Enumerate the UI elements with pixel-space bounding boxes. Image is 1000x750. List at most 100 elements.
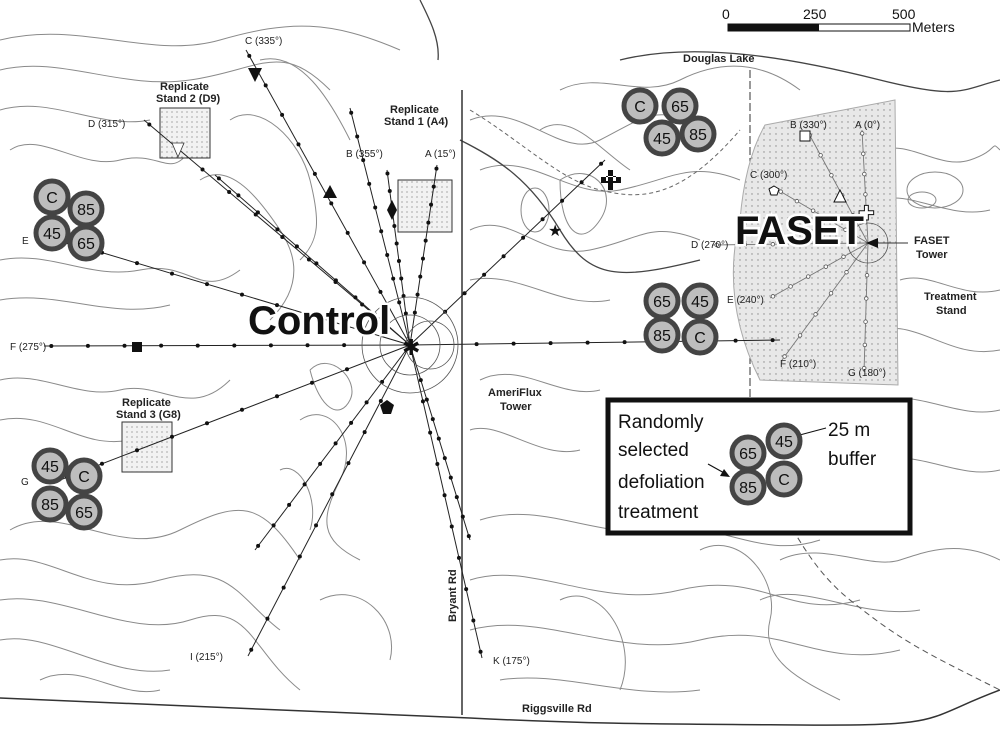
legend-text-line1: Randomly bbox=[618, 412, 704, 433]
faset-transect-g-point bbox=[864, 273, 870, 278]
control-transect-k-point bbox=[420, 399, 425, 404]
control-transect-nw2-point bbox=[333, 278, 338, 283]
control-transect-sw2-point bbox=[302, 482, 307, 487]
diamond-icon bbox=[387, 200, 397, 220]
plot-circle-65: 65 bbox=[729, 434, 767, 472]
faset-transect-d-point bbox=[714, 242, 719, 248]
triangle-open-marker-icon bbox=[833, 188, 847, 203]
control-transect-b-point bbox=[396, 259, 401, 263]
faset-transect-f-point bbox=[813, 312, 818, 317]
plot-circle-shape bbox=[765, 460, 803, 498]
control-transect-f-point bbox=[195, 343, 200, 348]
faset-transect-f-point bbox=[782, 354, 787, 359]
treatment-stand-label-line2: Stand bbox=[936, 305, 967, 317]
faset-transect-c-point bbox=[778, 189, 783, 194]
control-transect-c-point bbox=[280, 112, 285, 117]
legend-arrow-head-icon bbox=[720, 469, 730, 477]
plot-circle-label: 85 bbox=[41, 497, 59, 514]
control-transect-east-point bbox=[585, 340, 590, 345]
faset-transect-f-label: F (210°) bbox=[780, 359, 816, 370]
plot-circle-label: 45 bbox=[691, 294, 709, 311]
control-center-asterisk-icon: ✱ bbox=[402, 335, 420, 360]
faset-transect-b-point bbox=[850, 213, 856, 218]
scale-tick-0: 0 bbox=[722, 6, 730, 22]
plot-circle-C: C bbox=[681, 318, 719, 356]
control-transect-b-point bbox=[394, 241, 399, 246]
control-transect-a-point bbox=[412, 310, 417, 315]
replicate-stand-3-line2: Stand 3 (G8) bbox=[116, 409, 181, 421]
faset-transect-c-point bbox=[794, 198, 800, 204]
plot-circle-shape bbox=[681, 282, 719, 320]
plot-circle-45: 45 bbox=[765, 422, 803, 460]
faset-transect-d-point bbox=[742, 242, 747, 247]
faset-transect-g-point bbox=[864, 296, 869, 301]
plot-circle-85: 85 bbox=[67, 190, 105, 228]
faset-transect-a-line bbox=[861, 129, 869, 244]
control-transect-east-point bbox=[474, 342, 479, 347]
plot-circle-label: 65 bbox=[739, 446, 757, 463]
legend-text-line3: defoliation bbox=[618, 472, 705, 493]
square-open-marker-icon bbox=[799, 130, 811, 142]
control-transect-c-point bbox=[378, 289, 383, 294]
faset-transect-e-point bbox=[806, 274, 811, 279]
plot-circle-shape bbox=[765, 422, 803, 460]
plot-circle-C: C bbox=[33, 178, 71, 216]
plot-circle-label: 65 bbox=[77, 236, 95, 253]
faset-transect-a-label: A (0°) bbox=[855, 120, 880, 131]
plot-circle-label: 65 bbox=[75, 505, 93, 522]
control-transect-c-point bbox=[296, 142, 301, 147]
control-transect-f-point bbox=[232, 343, 237, 348]
control-transect-k-point bbox=[442, 493, 447, 498]
control-transect-c-point bbox=[312, 171, 317, 176]
control-transect-ne-line bbox=[409, 159, 606, 346]
plot-circle-shape bbox=[643, 119, 681, 157]
faset-transect-c-point bbox=[827, 218, 832, 223]
control-transect-nw2-point bbox=[216, 176, 221, 181]
control-transect-a-point bbox=[415, 292, 420, 297]
plot-circle-label: 85 bbox=[689, 127, 707, 144]
control-transect-k-point bbox=[478, 649, 483, 654]
faset-transect-b-point bbox=[829, 173, 834, 178]
control-transect-f-point bbox=[85, 343, 90, 348]
pentagon-marker-icon bbox=[380, 400, 394, 414]
plot-circle-label: C bbox=[78, 469, 90, 486]
plot-circle-85: 85 bbox=[31, 485, 69, 523]
plot-circle-label: 65 bbox=[671, 99, 689, 116]
control-transect-nw2-point bbox=[236, 193, 241, 198]
control-transect-e-point bbox=[240, 292, 244, 297]
control-transect-g-point bbox=[205, 421, 209, 426]
control-transect-g-label: G bbox=[21, 477, 29, 488]
control-transect-a-point bbox=[418, 274, 423, 279]
control-transect-g-point bbox=[240, 407, 244, 412]
control-transect-e-label: E bbox=[22, 236, 29, 247]
control-transect-s2-point bbox=[454, 495, 459, 500]
control-transect-a-point bbox=[429, 202, 434, 207]
control-transect-c-point bbox=[247, 53, 252, 58]
scale-tick-250: 250 bbox=[803, 6, 827, 22]
control-transect-k-point bbox=[435, 461, 440, 466]
control-transect-c-point bbox=[263, 83, 268, 88]
faset-label: FASET bbox=[735, 209, 864, 253]
control-transect-d-point bbox=[280, 235, 285, 239]
control-transect-b-point bbox=[392, 224, 397, 228]
control-transect-b-point bbox=[387, 189, 392, 193]
legend-buffer-line2: buffer bbox=[828, 449, 877, 470]
control-transect-e-point bbox=[170, 271, 174, 276]
scale-bar: 0 250 500 Meters bbox=[722, 6, 955, 35]
control-transect-k-point bbox=[428, 430, 433, 435]
faset-transect-e-point bbox=[770, 294, 776, 299]
control-transect-east-point bbox=[733, 338, 738, 343]
control-transect-c-point bbox=[345, 230, 350, 235]
control-transect-g-point bbox=[100, 461, 104, 466]
control-transect-g-point bbox=[275, 394, 279, 399]
plot-circle-85: 85 bbox=[679, 115, 717, 153]
faset-transect-d-label: D (270°) bbox=[691, 240, 728, 251]
faset-transect-d-point bbox=[770, 242, 776, 247]
control-transect-a-point bbox=[423, 238, 428, 243]
control-transect-sw2-point bbox=[318, 461, 323, 466]
control-transect-e-point bbox=[345, 324, 349, 329]
control-transect-ne-point bbox=[560, 198, 565, 203]
plot-circle-shape bbox=[621, 87, 659, 125]
faset-transect-c-label: C (300°) bbox=[750, 170, 787, 181]
